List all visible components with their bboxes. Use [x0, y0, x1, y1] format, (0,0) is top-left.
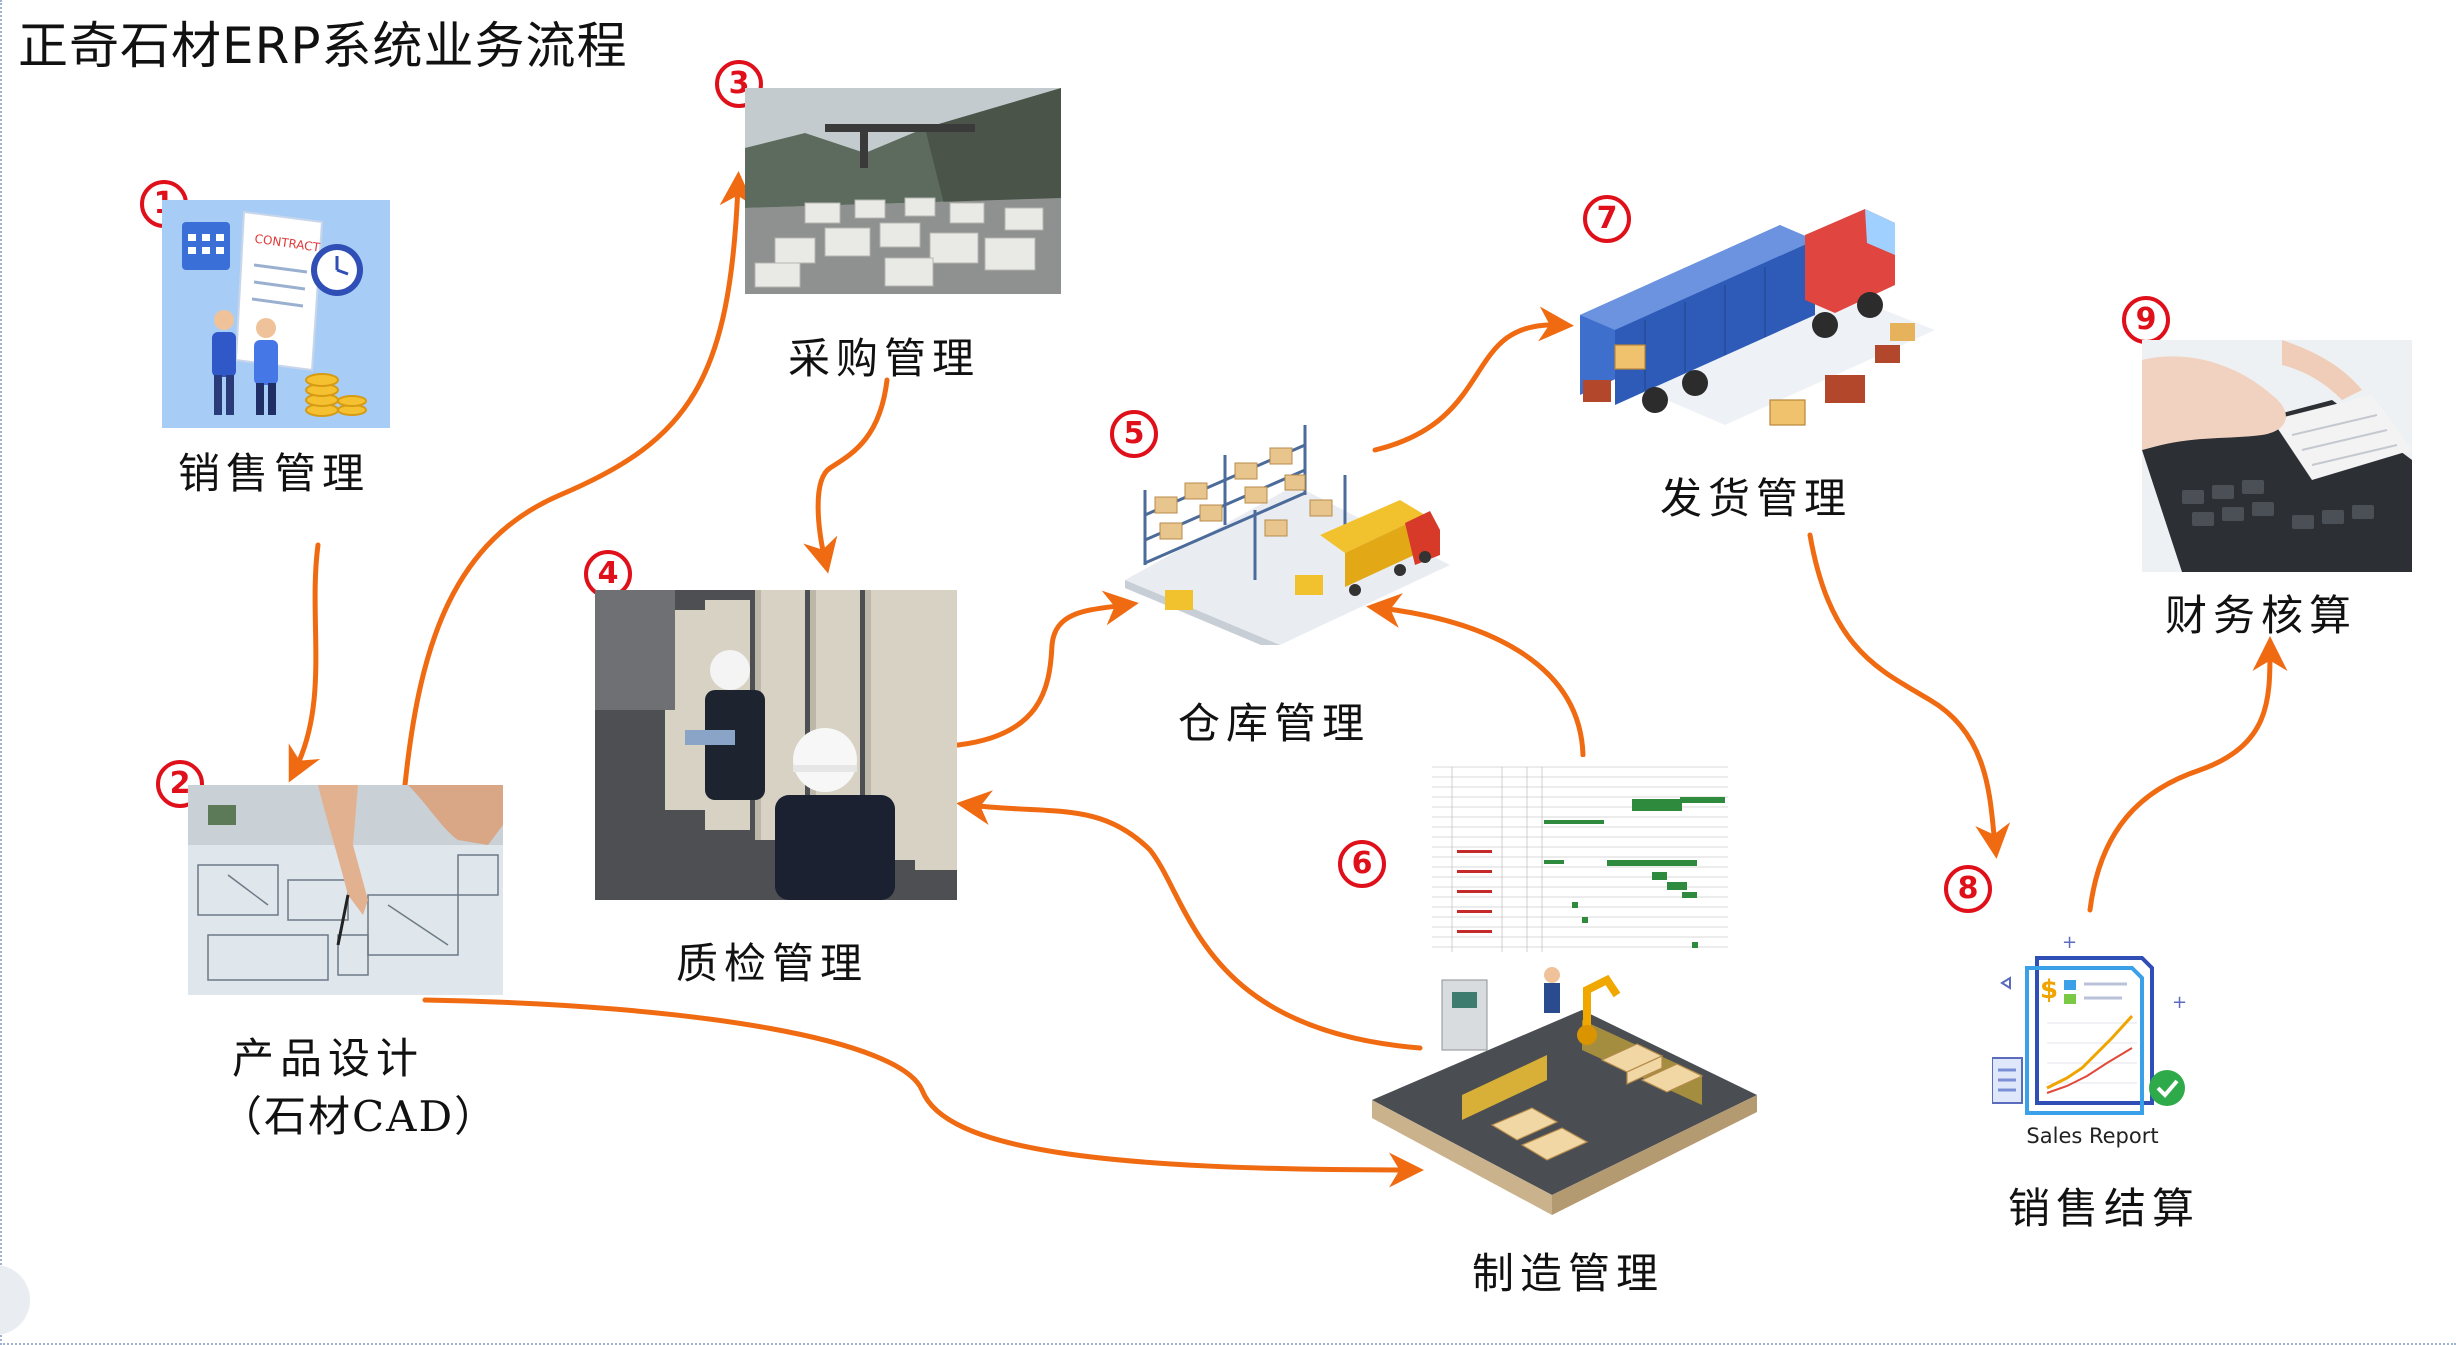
quality-inspection-photo [595, 590, 957, 900]
node-label-warehouse: 仓库管理 [1178, 699, 1371, 748]
sales-report-caption: Sales Report [2026, 1124, 2159, 1148]
factory-production-line-illustration [1372, 950, 1757, 1230]
node-label-sales: 销售管理 [178, 449, 371, 498]
node-label-finance: 财务核算 [2165, 591, 2358, 640]
step-badge-9: 9 [2122, 296, 2170, 344]
page-title: 正奇石材ERP系统业务流程 [18, 17, 628, 75]
step-badge-8: 8 [1944, 865, 1992, 913]
arrow-purchase-to-qc [803, 377, 890, 574]
step-badge-5: 5 [1110, 410, 1158, 458]
svg-text:$: $ [2040, 975, 2058, 1005]
warehouse-illustration [1105, 415, 1450, 645]
stone-cad-design-photo [188, 785, 503, 995]
arrow-shipping-to-settlement [1807, 532, 2011, 859]
arrow-design-to-manufacture [422, 997, 1424, 1188]
svg-text:+: + [2062, 932, 2077, 953]
finance-calculator-photo [2142, 340, 2412, 572]
sales-contract-illustration: CONTRACT [162, 200, 390, 428]
step-badge-7: 7 [1583, 195, 1631, 243]
node-label-design: 产品设计 [232, 1034, 425, 1083]
node-label-purchase: 采购管理 [788, 334, 981, 383]
arrow-design-to-purchase [402, 171, 755, 788]
node-label-shipping: 发货管理 [1660, 474, 1853, 523]
step-badge-6: 6 [1338, 840, 1386, 888]
arrow-settlement-to-finance [2087, 636, 2288, 913]
arrow-sales-to-design [288, 542, 321, 783]
arrow-manufacture-to-qc [956, 790, 1423, 1051]
arrow-manufacture-to-warehouse [1366, 593, 1586, 758]
node-label-qc: 质检管理 [676, 939, 869, 988]
arrow-warehouse-to-shipping [1372, 306, 1574, 453]
node-label-settlement: 销售结算 [2008, 1184, 2201, 1233]
sales-report-illustration: + + $ [1992, 928, 2212, 1148]
node-label-manufacture: 制造管理 [1472, 1249, 1665, 1298]
svg-text:+: + [2172, 992, 2187, 1013]
delivery-truck-illustration [1575, 195, 1935, 430]
node-label-design-cad: （石材CAD） [220, 1092, 499, 1141]
production-gantt-sheet [1432, 757, 1728, 952]
arrow-qc-to-warehouse [955, 590, 1139, 748]
stone-quarry-photo [745, 88, 1061, 294]
